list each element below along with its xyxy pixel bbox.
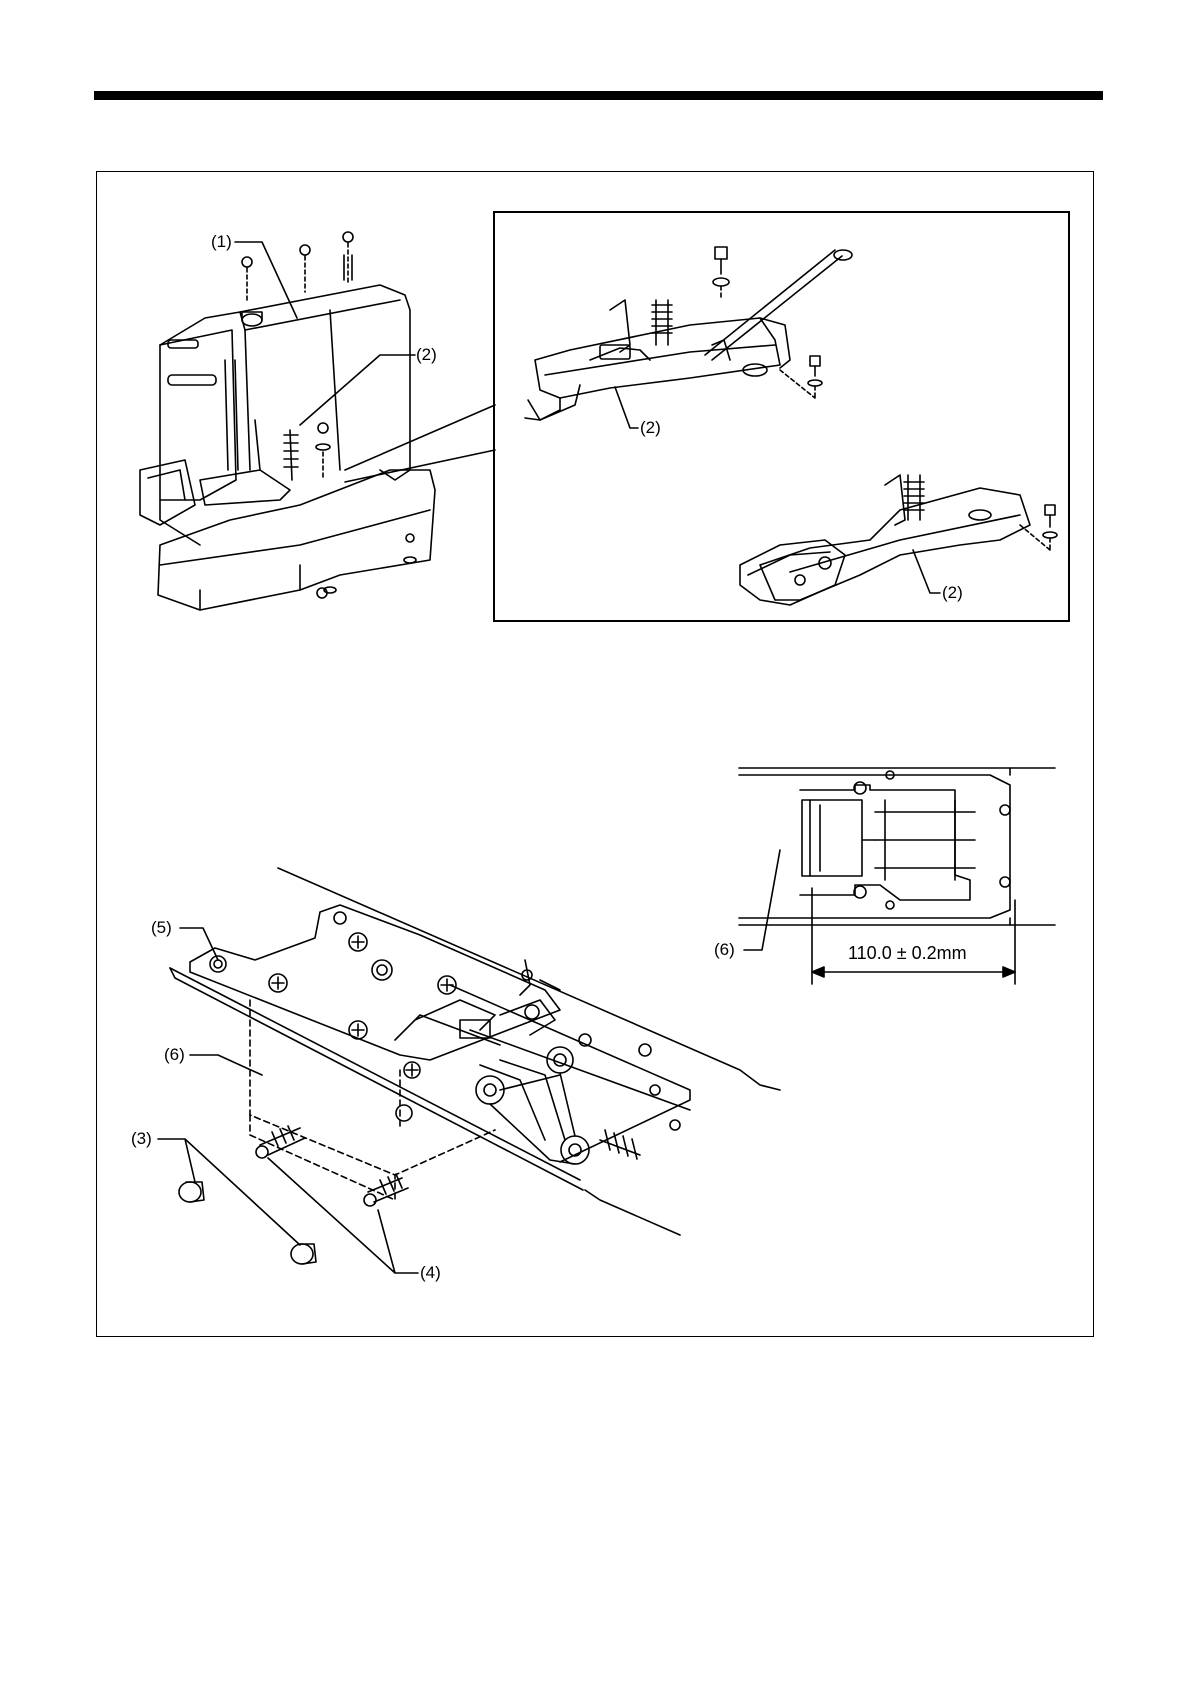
label-part-4: (4): [420, 1263, 441, 1283]
zoom-line-lower: [345, 450, 495, 482]
feed-plate-assembly-lower: [740, 475, 1057, 605]
leader-2a: [300, 355, 415, 425]
zoom-line-upper: [345, 405, 495, 470]
leader-2c: [913, 550, 940, 593]
dimension-label: 110.0 ± 0.2mm: [848, 942, 967, 964]
label-part-6-bottom: (6): [164, 1045, 185, 1065]
label-part-2-lower: (2): [942, 583, 963, 603]
label-part-2-machine: (2): [416, 345, 437, 365]
leader-5: [180, 928, 218, 960]
top-view-detail: [739, 768, 1055, 925]
label-part-5: (5): [151, 918, 172, 938]
feed-plate-underside-illustration: [170, 868, 780, 1264]
screws-4: [256, 1126, 408, 1206]
dimension-arrow: [812, 888, 1015, 984]
leader-6a: [744, 850, 780, 950]
sewing-machine-illustration: [140, 232, 435, 610]
label-part-6-top: (6): [714, 940, 735, 960]
label-part-3: (3): [131, 1129, 152, 1149]
caps-3: [179, 1182, 316, 1264]
label-part-2-upper: (2): [640, 418, 661, 438]
leader-6b: [190, 1055, 262, 1075]
leader-2b: [615, 387, 638, 428]
label-part-1: (1): [211, 232, 232, 252]
feed-plate-assembly-upper: [525, 247, 852, 420]
